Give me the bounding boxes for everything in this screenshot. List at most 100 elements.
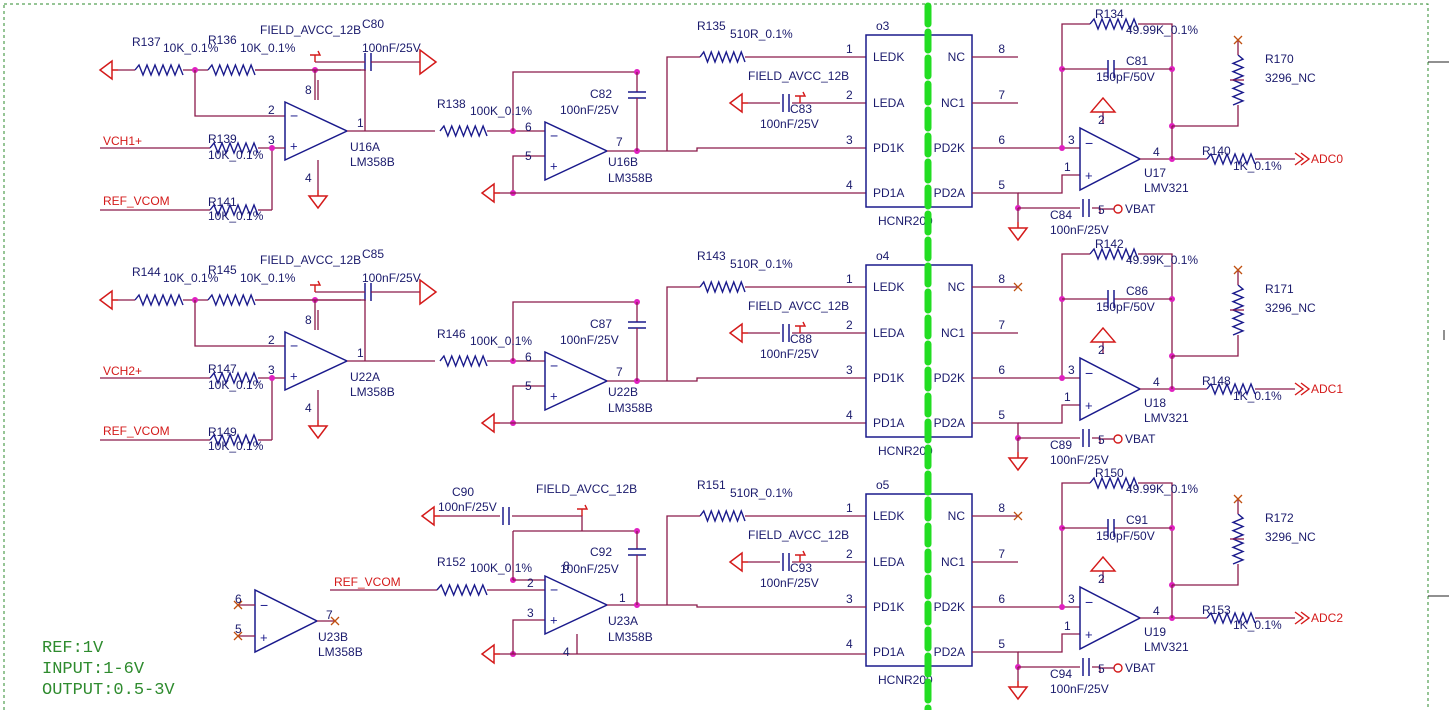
pin-number: 3 [846, 363, 853, 377]
opamp-plus-icon: + [550, 159, 558, 174]
resistor-ref: R144 [132, 265, 161, 279]
junction-dot-icon [1059, 145, 1065, 151]
opamp-icon [1079, 585, 1142, 651]
pin-number: 1 [357, 346, 364, 360]
opamp-plus-icon: + [1085, 627, 1093, 642]
opamp-minus-icon: − [550, 128, 558, 144]
no-connect-icon [1013, 511, 1023, 521]
resistor-ref: R138 [437, 97, 466, 111]
capacitor-value: 100nF/25V [362, 271, 421, 285]
pin-number: 5 [998, 637, 1005, 651]
resistor-value: 10K_0.1% [240, 41, 296, 55]
ground-icon [98, 289, 118, 311]
supply-label: FIELD_AVCC_12B [748, 69, 849, 83]
capacitor-value: 100nF/25V [1050, 453, 1109, 467]
arrow-port-icon [1294, 152, 1311, 166]
ground-icon [1007, 452, 1029, 472]
resistor-ref: R140 [1202, 144, 1231, 158]
opamp-ref: U16B [608, 155, 638, 169]
supply-label: FIELD_AVCC_12B [260, 23, 361, 37]
pin-number: 5 [1098, 662, 1105, 676]
isolator-body [865, 34, 973, 208]
ground-icon [419, 278, 438, 306]
opamp-type: LM358B [608, 401, 653, 415]
isolator-pin-label: LEDK [873, 509, 904, 523]
isolator-part: HCNR200 [878, 444, 933, 458]
opamp-icon [544, 120, 609, 182]
isolator-pin-label: PD2K [934, 371, 965, 385]
pin-number: 2 [1098, 572, 1105, 586]
pin-number: 4 [846, 637, 853, 651]
isolator-ref: o3 [876, 19, 890, 33]
ground-icon [98, 59, 118, 81]
capacitor-ref: C86 [1126, 284, 1148, 298]
pin-number: 5 [1098, 433, 1105, 447]
power-flag-icon [795, 321, 807, 333]
ground-icon [420, 505, 440, 527]
resistor-icon [1089, 17, 1139, 31]
capacitor-value: 150pF/50V [1096, 70, 1155, 84]
potentiometer-value: 3296_NC [1265, 301, 1316, 315]
pin-number: 4 [305, 401, 312, 415]
ground-icon [480, 412, 500, 434]
opamp-type: LM358B [608, 171, 653, 185]
opamp-plus-icon: + [290, 139, 298, 154]
pin-number: 4 [846, 178, 853, 192]
pin-number: 5 [998, 178, 1005, 192]
resistor-value: 10K_0.1% [163, 41, 219, 55]
pin-number: 5 [235, 622, 242, 636]
opamp-icon [1079, 126, 1142, 192]
isolator-ref: o4 [876, 249, 890, 263]
wire [255, 299, 366, 346]
pin-number: 7 [998, 547, 1005, 561]
arrow-port-icon [1294, 611, 1311, 625]
wire [512, 385, 545, 423]
isolator-pin-label: LEDK [873, 50, 904, 64]
vbat-label: VBAT [1125, 432, 1156, 446]
ground-icon [307, 190, 329, 210]
no-connect-icon [233, 600, 243, 610]
opamp-icon [544, 350, 609, 412]
isolator-body [865, 493, 973, 667]
isolator-pin-label: PD1A [873, 186, 904, 200]
pin-number: 8 [305, 313, 312, 327]
isolator-pin-label: NC [948, 509, 966, 523]
wire [667, 604, 866, 608]
pin-number: 3 [268, 363, 275, 377]
resistor-ref: R135 [697, 19, 726, 33]
resistor-ref: R136 [208, 33, 237, 47]
capacitor-ref: C88 [790, 332, 812, 346]
vbat-port-icon [1113, 434, 1123, 444]
isolator-pin-label: LEDA [873, 96, 904, 110]
opamp-ref: U16A [350, 140, 380, 154]
pin-number: 2 [1098, 343, 1105, 357]
pin-number: 2 [846, 88, 853, 102]
wire [666, 515, 700, 605]
isolator-part: HCNR200 [878, 214, 933, 228]
junction-dot-icon [269, 375, 275, 381]
opamp-minus-icon: − [1085, 365, 1093, 381]
resistor-icon [134, 293, 184, 307]
isolator-pin-label: PD2A [934, 416, 965, 430]
capacitor-ref: C84 [1050, 208, 1072, 222]
no-connect-icon [233, 631, 243, 641]
supply-label: FIELD_AVCC_12B [260, 253, 361, 267]
opamp-minus-icon: − [290, 108, 298, 124]
potentiometer-value: 3296_NC [1265, 71, 1316, 85]
pin-number: 1 [1064, 160, 1071, 174]
opamp-plus-icon: + [260, 630, 268, 645]
wire [1092, 207, 1101, 214]
wire [1172, 105, 1239, 127]
wire [1172, 335, 1239, 357]
opamp-type: LM358B [318, 645, 363, 659]
opamp-icon [254, 588, 319, 654]
opamp-type: LMV321 [1144, 640, 1189, 654]
capacitor-value: 150pF/50V [1096, 529, 1155, 543]
ground-icon [1007, 222, 1029, 242]
isolator-body [865, 264, 973, 438]
resistor-value: 10K_0.1% [208, 209, 264, 223]
resistor-icon [1206, 152, 1256, 166]
resistor-ref: R148 [1202, 374, 1231, 388]
pin-number: 1 [1064, 619, 1071, 633]
